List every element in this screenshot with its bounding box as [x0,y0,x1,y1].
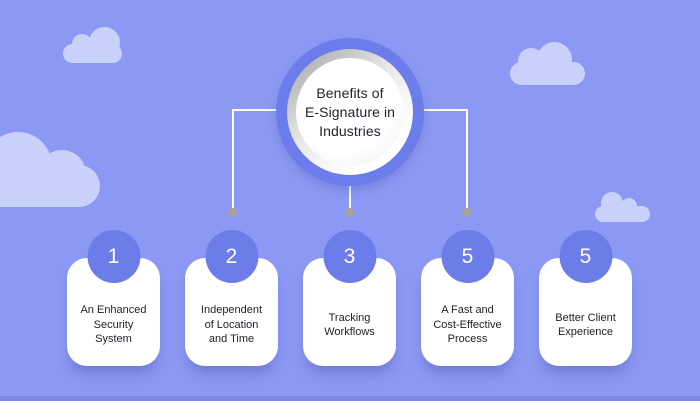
bottom-edge-shade [0,396,700,401]
title-line: E-Signature in [304,103,396,120]
card-label: Better Client Experience [555,311,616,339]
card-number: 2 [225,244,238,268]
connector-line-middle-vertical [349,182,351,210]
hub-bezel-ring: Benefits of E-Signature in Industries [287,49,413,175]
connector-dot [345,208,354,217]
card-number-badge: 5 [559,230,612,283]
card-number-badge: 5 [441,230,494,283]
card-number: 5 [579,244,592,268]
title-line: Benefits of [316,84,384,101]
card-number-badge: 3 [323,230,376,283]
card-label: An Enhanced Security System [80,304,147,346]
benefit-card-5: 5 Better Client Experience [539,230,632,366]
connector-line-left-horizontal [232,109,278,111]
connector-line-left-vertical [232,109,234,209]
card-number-badge: 2 [205,230,258,283]
benefit-card-1: 1 An Enhanced Security System [67,230,160,366]
connector-dot [228,208,237,217]
cloud-icon [0,132,100,207]
card-number: 5 [461,244,474,268]
cloud-icon [595,192,650,222]
card-number: 1 [107,244,120,268]
benefit-card-3: 3 Tracking Workflows [303,230,396,366]
cloud-icon [510,42,585,85]
connector-line-right-vertical [466,109,468,209]
card-label: Independent of Location and Time [200,304,263,346]
benefit-card-4: 5 A Fast and Cost-Effective Process [421,230,514,366]
diagram-title: Benefits of E-Signature in Industries [305,84,395,141]
cloud-icon [63,27,122,63]
card-number-badge: 1 [87,230,140,283]
card-label: Tracking Workflows [324,311,375,339]
hub-inner-circle: Benefits of E-Signature in Industries [296,58,404,166]
card-label: A Fast and Cost-Effective Process [433,304,502,346]
connector-line-right-horizontal [422,109,468,111]
hub-circle: Benefits of E-Signature in Industries [276,38,424,186]
connector-dot [462,208,471,217]
benefit-card-2: 2 Independent of Location and Time [185,230,278,366]
benefit-cards-row: 1 An Enhanced Security System 2 Independ… [67,230,632,366]
card-number: 3 [343,244,356,268]
title-line: Industries [319,122,381,139]
